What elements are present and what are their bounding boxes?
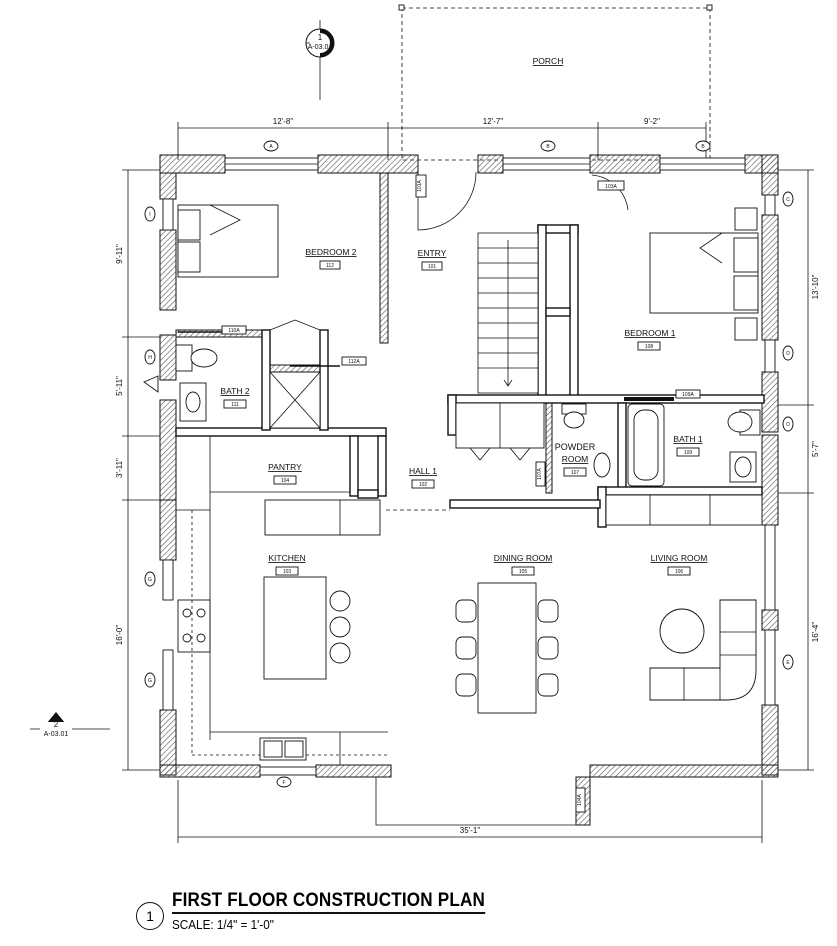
- bedroom-1: BEDROOM 1 108: [591, 174, 759, 351]
- kitchen-number: 103: [283, 569, 292, 575]
- bedroom-1-label: BEDROOM 1: [624, 328, 675, 338]
- dim-top-2: 12'-7": [483, 117, 504, 126]
- section-mark-left-number: 2: [54, 720, 59, 729]
- section-mark-top-sheet: A-03.01: [308, 44, 333, 51]
- entry-label: ENTRY: [418, 248, 447, 258]
- bath-2-label: BATH 2: [220, 386, 249, 396]
- kitchen: KITCHEN 103: [176, 500, 388, 765]
- kitchen-label: KITCHEN: [268, 553, 305, 563]
- window-tag-right-d2: D: [786, 422, 790, 428]
- pantry-number: 104: [281, 478, 290, 484]
- dining-room-number: 105: [519, 569, 528, 575]
- dim-left-4: 16'-0": [115, 625, 124, 646]
- living-room: LIVING ROOM 106: [649, 553, 757, 701]
- door-tag-103a: 103A: [605, 184, 617, 190]
- door-tag-104a: 104A: [577, 794, 583, 806]
- window-tag-left-g2: G: [148, 678, 152, 684]
- bedroom-1-number: 108: [645, 344, 654, 350]
- dim-right-2: 5'-7": [811, 441, 820, 457]
- window-tag-left-i: I: [149, 212, 150, 218]
- coffee-table: [659, 608, 705, 654]
- porch-label: PORCH: [533, 56, 564, 66]
- bath-1: BATH 1 109: [627, 403, 761, 487]
- range: [177, 599, 211, 653]
- dim-left-1: 9'-11": [115, 244, 124, 264]
- bath-2: BATH 2 111: [143, 319, 321, 429]
- bath-1-number: 109: [684, 450, 693, 456]
- living-room-number: 106: [675, 569, 684, 575]
- dining-table: [477, 582, 537, 714]
- kitchen-island: [263, 576, 327, 680]
- living-room-label: LIVING ROOM: [651, 553, 708, 563]
- drawing-title: FIRST FLOOR CONSTRUCTION PLAN: [172, 890, 486, 914]
- entry-number: 101: [428, 264, 437, 270]
- window-tag-left-g1: G: [148, 577, 152, 583]
- window-tag-left-h: H: [148, 355, 152, 361]
- dim-left-2: 5'-11": [115, 376, 124, 396]
- title-block: 1 FIRST FLOOR CONSTRUCTION PLAN SCALE: 1…: [136, 888, 536, 938]
- door-tag-110a: 110A: [228, 328, 240, 334]
- window-tag-bottom-f: F: [282, 780, 285, 786]
- powder-room-number: 107: [571, 470, 580, 476]
- dim-right-1: 13'-10": [811, 274, 820, 299]
- pantry-label: PANTRY: [268, 462, 302, 472]
- dim-right-3: 16'-4": [811, 622, 820, 643]
- bath-1-label: BATH 1: [673, 434, 702, 444]
- dim-top-3: 9'-2": [644, 117, 660, 126]
- door-tag-109a: 109A: [682, 392, 694, 398]
- powder-room-label-1: POWDER: [555, 442, 596, 452]
- bedroom-2-number: 112: [326, 263, 334, 269]
- hall-1: HALL 1 102: [409, 466, 437, 489]
- stair-treads: [478, 240, 538, 387]
- drawing-scale: SCALE: 1/4" = 1'-0": [172, 917, 274, 932]
- bedroom-2-label: BEDROOM 2: [305, 247, 356, 257]
- dim-left-3: 3'-11": [115, 458, 124, 478]
- porch: PORCH: [398, 4, 713, 161]
- powder-room: POWDER ROOM 107: [555, 403, 611, 478]
- hall-1-label: HALL 1: [409, 466, 437, 476]
- section-mark-top: 1 A-03.01: [305, 20, 335, 100]
- door-tag-107a: 107A: [537, 468, 543, 480]
- dining-room-label: DINING ROOM: [494, 553, 553, 563]
- window-tag-right-c: C: [786, 197, 790, 203]
- section-mark-left-sheet: A-03.01: [44, 731, 69, 738]
- dim-top-1: 12'-8": [273, 117, 294, 126]
- dim-bottom: 35'-1": [460, 826, 481, 835]
- exterior-walls: [159, 154, 779, 826]
- section-mark-top-number: 1: [318, 33, 323, 42]
- door-tag-101a: 101A: [417, 180, 423, 192]
- door-tag-112a: 112A: [348, 359, 360, 365]
- dining-room: DINING ROOM 105: [455, 553, 559, 714]
- bedroom-2: BEDROOM 2 112: [177, 204, 357, 278]
- title-number: 1: [136, 902, 164, 930]
- window-tag-top-a: A: [269, 144, 273, 150]
- window-tag-top-b2: B: [701, 144, 705, 150]
- hall-1-number: 102: [419, 482, 428, 488]
- window-tags: A B B I H G G C D D E F: [144, 140, 794, 788]
- door-tags: 101A 103A 110A 109A 112A 107A 104A: [178, 174, 701, 813]
- section-mark-left: 2 A-03.01: [30, 712, 110, 738]
- powder-room-label-2: ROOM: [562, 454, 588, 464]
- window-tag-top-b1: B: [546, 144, 550, 150]
- pantry: PANTRY 104: [209, 436, 381, 536]
- window-tag-right-e: E: [786, 660, 790, 666]
- window-tag-right-d1: D: [786, 351, 790, 357]
- entry: ENTRY 101: [417, 171, 477, 271]
- dimension-lines: 12'-8" 12'-7" 9'-2" 9'-11" 5'-11" 3'-11"…: [115, 117, 820, 843]
- bath-2-number: 111: [231, 402, 239, 408]
